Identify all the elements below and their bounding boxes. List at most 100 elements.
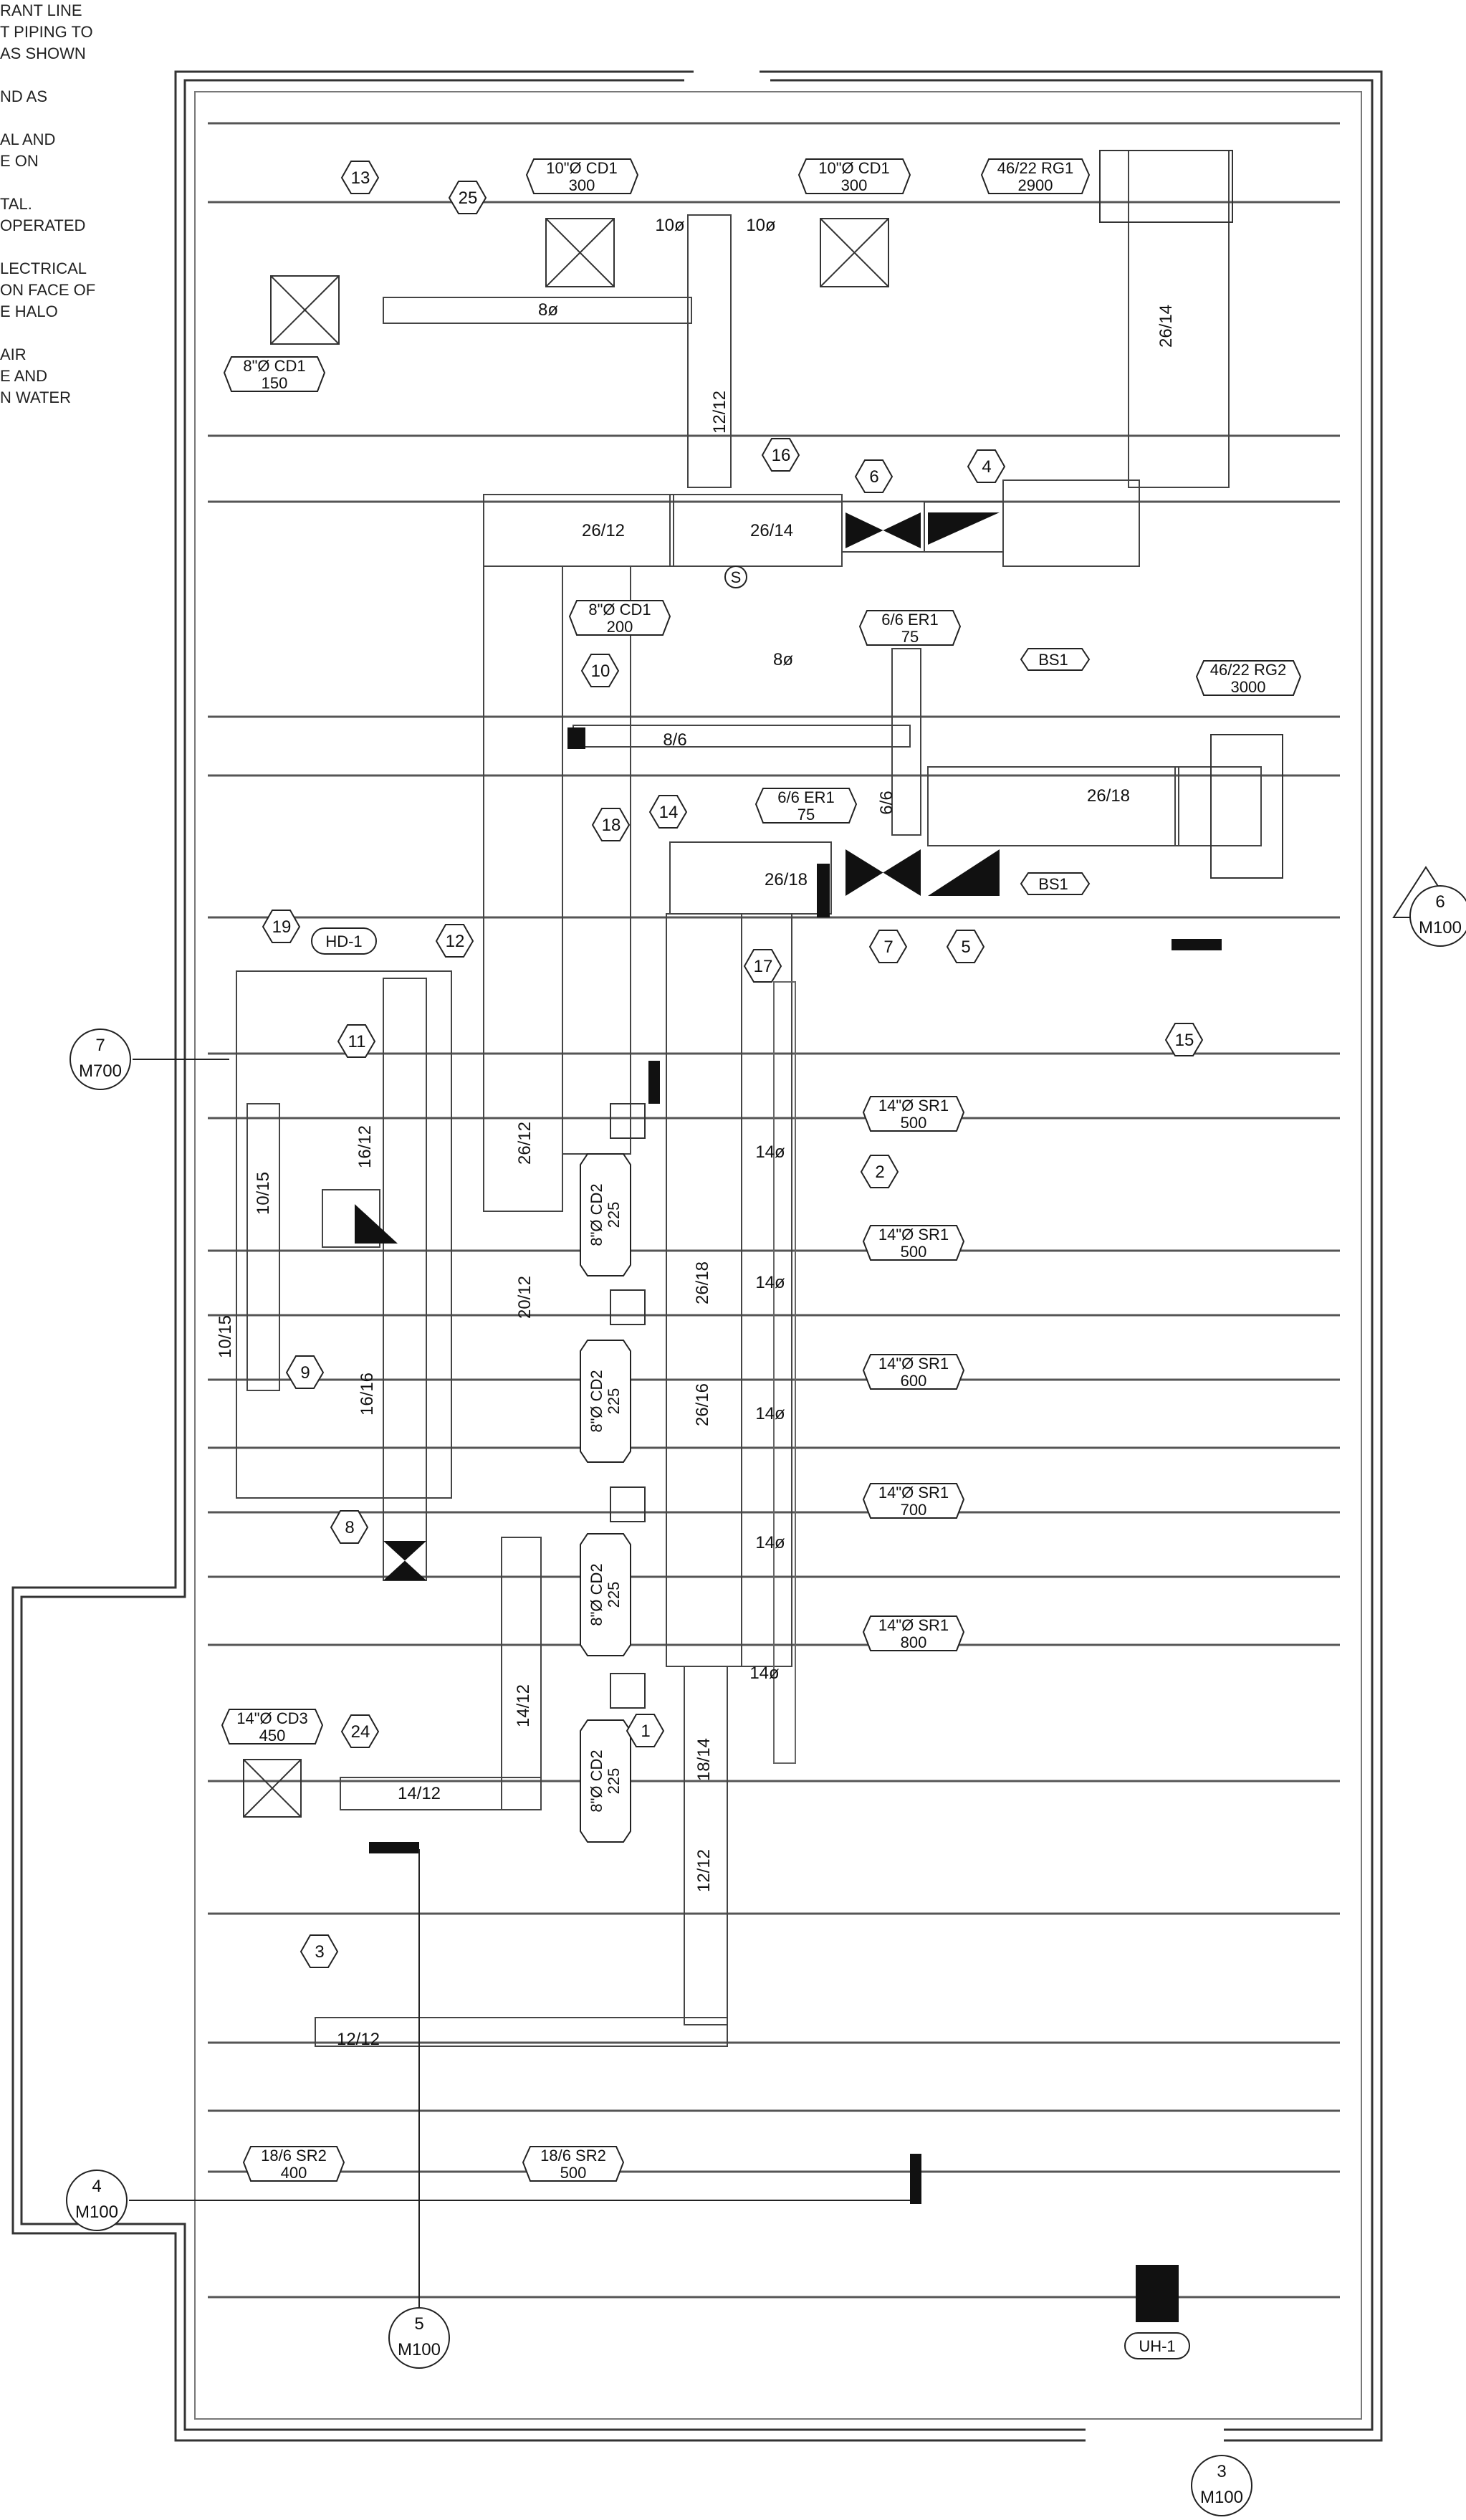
keynote-hexagon: 2	[860, 1155, 899, 1188]
duct-size-label: 26/18	[765, 870, 808, 889]
keynote-number: 15	[1175, 1031, 1194, 1050]
note-line: OPERATED	[0, 216, 86, 234]
keynote-hexagon: 1	[626, 1714, 665, 1747]
keynote-number: 10	[591, 662, 610, 681]
duct-size-label: 12/12	[710, 391, 729, 434]
diffuser-tag: 18/6 SR2 500	[522, 2146, 625, 2182]
diffuser-tag: 14"Ø SR1 700	[862, 1483, 965, 1519]
tag-type: 14"Ø SR1	[878, 1097, 949, 1115]
note-line: T PIPING TO	[0, 23, 93, 41]
tag-cfm: 800	[901, 1633, 927, 1651]
tag-type: 8"Ø CD2	[588, 1370, 605, 1432]
tag-type: 10"Ø CD1	[818, 159, 890, 177]
building-walls	[11, 70, 1383, 2442]
keynote-number: 9	[300, 1363, 310, 1383]
tag-cfm: 225	[605, 1388, 623, 1415]
section-number: 5	[414, 2314, 423, 2334]
duct-size-label: 14ø	[749, 1664, 780, 1683]
duct-size-label: 8ø	[538, 300, 558, 320]
note-line: E HALO	[0, 302, 58, 320]
tag-type: 8"Ø CD2	[588, 1750, 605, 1812]
note-line: E ON	[0, 152, 39, 170]
diffuser-tag: 14"Ø SR1 800	[862, 1615, 965, 1651]
section-number: 6	[1435, 892, 1445, 912]
supply-diffusers	[243, 150, 1283, 1818]
duct-size-label: 14ø	[755, 1404, 785, 1423]
diffuser-tag-group: 10"Ø CD1 300 10"Ø CD1 300 46/22 RG1 2900…	[221, 158, 1302, 2182]
equipment-tags: BS1 BS1 HD-1 UH-1 S	[311, 565, 1190, 2359]
duct-size-label: 16/16	[358, 1373, 377, 1416]
tag-type: 18/6 SR2	[261, 2147, 327, 2165]
keynote-hexagon: 9	[285, 1355, 325, 1389]
keynote-hexagon: 3	[300, 1934, 339, 1968]
tag-type: 10"Ø CD1	[546, 159, 618, 177]
duct-size-label: 26/14	[750, 521, 793, 540]
bs-label: BS1	[1038, 651, 1068, 669]
smoke-detector: S	[724, 565, 747, 588]
duct-size-label: 8/6	[663, 730, 686, 750]
tag-type: 46/22 RG2	[1210, 661, 1286, 679]
section-sheet: M100	[1200, 2488, 1243, 2507]
tag-cfm: 450	[259, 1727, 286, 1745]
keynote-number: 25	[459, 188, 478, 208]
note-line: ON FACE OF	[0, 281, 96, 299]
tag-cfm: 200	[607, 618, 633, 636]
balancing-sensor-tag: BS1	[1020, 648, 1091, 671]
keynote-number: 17	[754, 957, 773, 976]
diffuser-tag: 46/22 RG1 2900	[980, 158, 1091, 194]
tag-cfm: 225	[605, 1202, 623, 1228]
tag-type: 18/6 SR2	[540, 2147, 606, 2165]
vertical-diffuser-tag: 8"Ø CD2 225	[580, 1153, 631, 1276]
duct-size-label: 10/15	[216, 1315, 235, 1358]
keynote-hexagon: 7	[868, 930, 908, 963]
diffuser-tag: 8"Ø CD1 200	[568, 600, 671, 636]
tag-type: 8"Ø CD1	[243, 357, 305, 375]
keynote-number: 5	[961, 937, 970, 957]
keynote-hexagon: 8	[330, 1510, 369, 1544]
diffuser-tag: 8"Ø CD1 150	[223, 356, 326, 392]
keynote-number: 3	[315, 1942, 324, 1962]
vertical-diffuser-tag: 8"Ø CD2 225	[580, 1719, 631, 1843]
note-line: AIR	[0, 345, 27, 363]
tag-type: 14"Ø SR1	[878, 1355, 949, 1373]
duct-size-label: 26/16	[693, 1383, 712, 1426]
duct-size-label: 14/12	[398, 1784, 441, 1803]
tag-cfm: 500	[901, 1114, 927, 1132]
unit-heater-tag: UH-1	[1124, 2332, 1190, 2359]
duct-size-labels: 10ø 10ø 8ø 26/12 26/14 8ø 8/6 26/18 26/1…	[216, 216, 1176, 2049]
tag-cfm: 400	[281, 2164, 307, 2182]
ductwork	[236, 150, 1262, 2047]
tag-cfm: 300	[569, 176, 595, 194]
section-marker-group: 6 M100 7 M700 4 M100 5 M100 3 M100	[66, 866, 1466, 2516]
diffuser-tag: 14"Ø SR1 500	[862, 1096, 965, 1132]
tag-type: 46/22 RG1	[997, 159, 1073, 177]
tag-cfm: 225	[605, 1768, 623, 1795]
duct-size-label: 12/12	[337, 2030, 380, 2049]
keynote-hexagon: 11	[337, 1024, 376, 1058]
tag-type: 14"Ø SR1	[878, 1616, 949, 1634]
keynote-hexagon: 13	[340, 161, 380, 194]
tag-cfm: 225	[605, 1582, 623, 1608]
note-line: N WATER	[0, 388, 71, 406]
diffuser-tag: 6/6 ER1 75	[754, 788, 858, 824]
tag-type: 14"Ø SR1	[878, 1484, 949, 1502]
keynote-number: 2	[875, 1163, 884, 1182]
keynote-hexagon: 5	[946, 930, 985, 963]
tag-cfm: 700	[901, 1501, 927, 1519]
tag-cfm: 600	[901, 1372, 927, 1390]
vertical-diffuser-tag-group: 8"Ø CD2 225 8"Ø CD2 225 8"Ø CD2 225 8"Ø …	[580, 1153, 631, 1843]
bs-label: BS1	[1038, 875, 1068, 893]
tag-cfm: 150	[262, 374, 288, 392]
diffuser-tag: 18/6 SR2 400	[242, 2146, 345, 2182]
note-line: LECTRICAL	[0, 259, 87, 277]
duct-size-label: 10ø	[655, 216, 685, 235]
tag-type: 8"Ø CD2	[588, 1563, 605, 1626]
section-marker: 7 M700	[70, 1028, 229, 1090]
keynote-hexagon: 24	[340, 1714, 380, 1748]
duct-size-label: 14/12	[514, 1684, 533, 1727]
diffuser-tag: 10"Ø CD1 300	[797, 158, 911, 194]
general-notes: RANT LINE T PIPING TO AS SHOWN ND AS AL …	[0, 0, 158, 409]
duct-size-label: 18/14	[694, 1738, 714, 1781]
note-line: AS SHOWN	[0, 44, 86, 62]
section-sheet: M100	[398, 2340, 441, 2359]
